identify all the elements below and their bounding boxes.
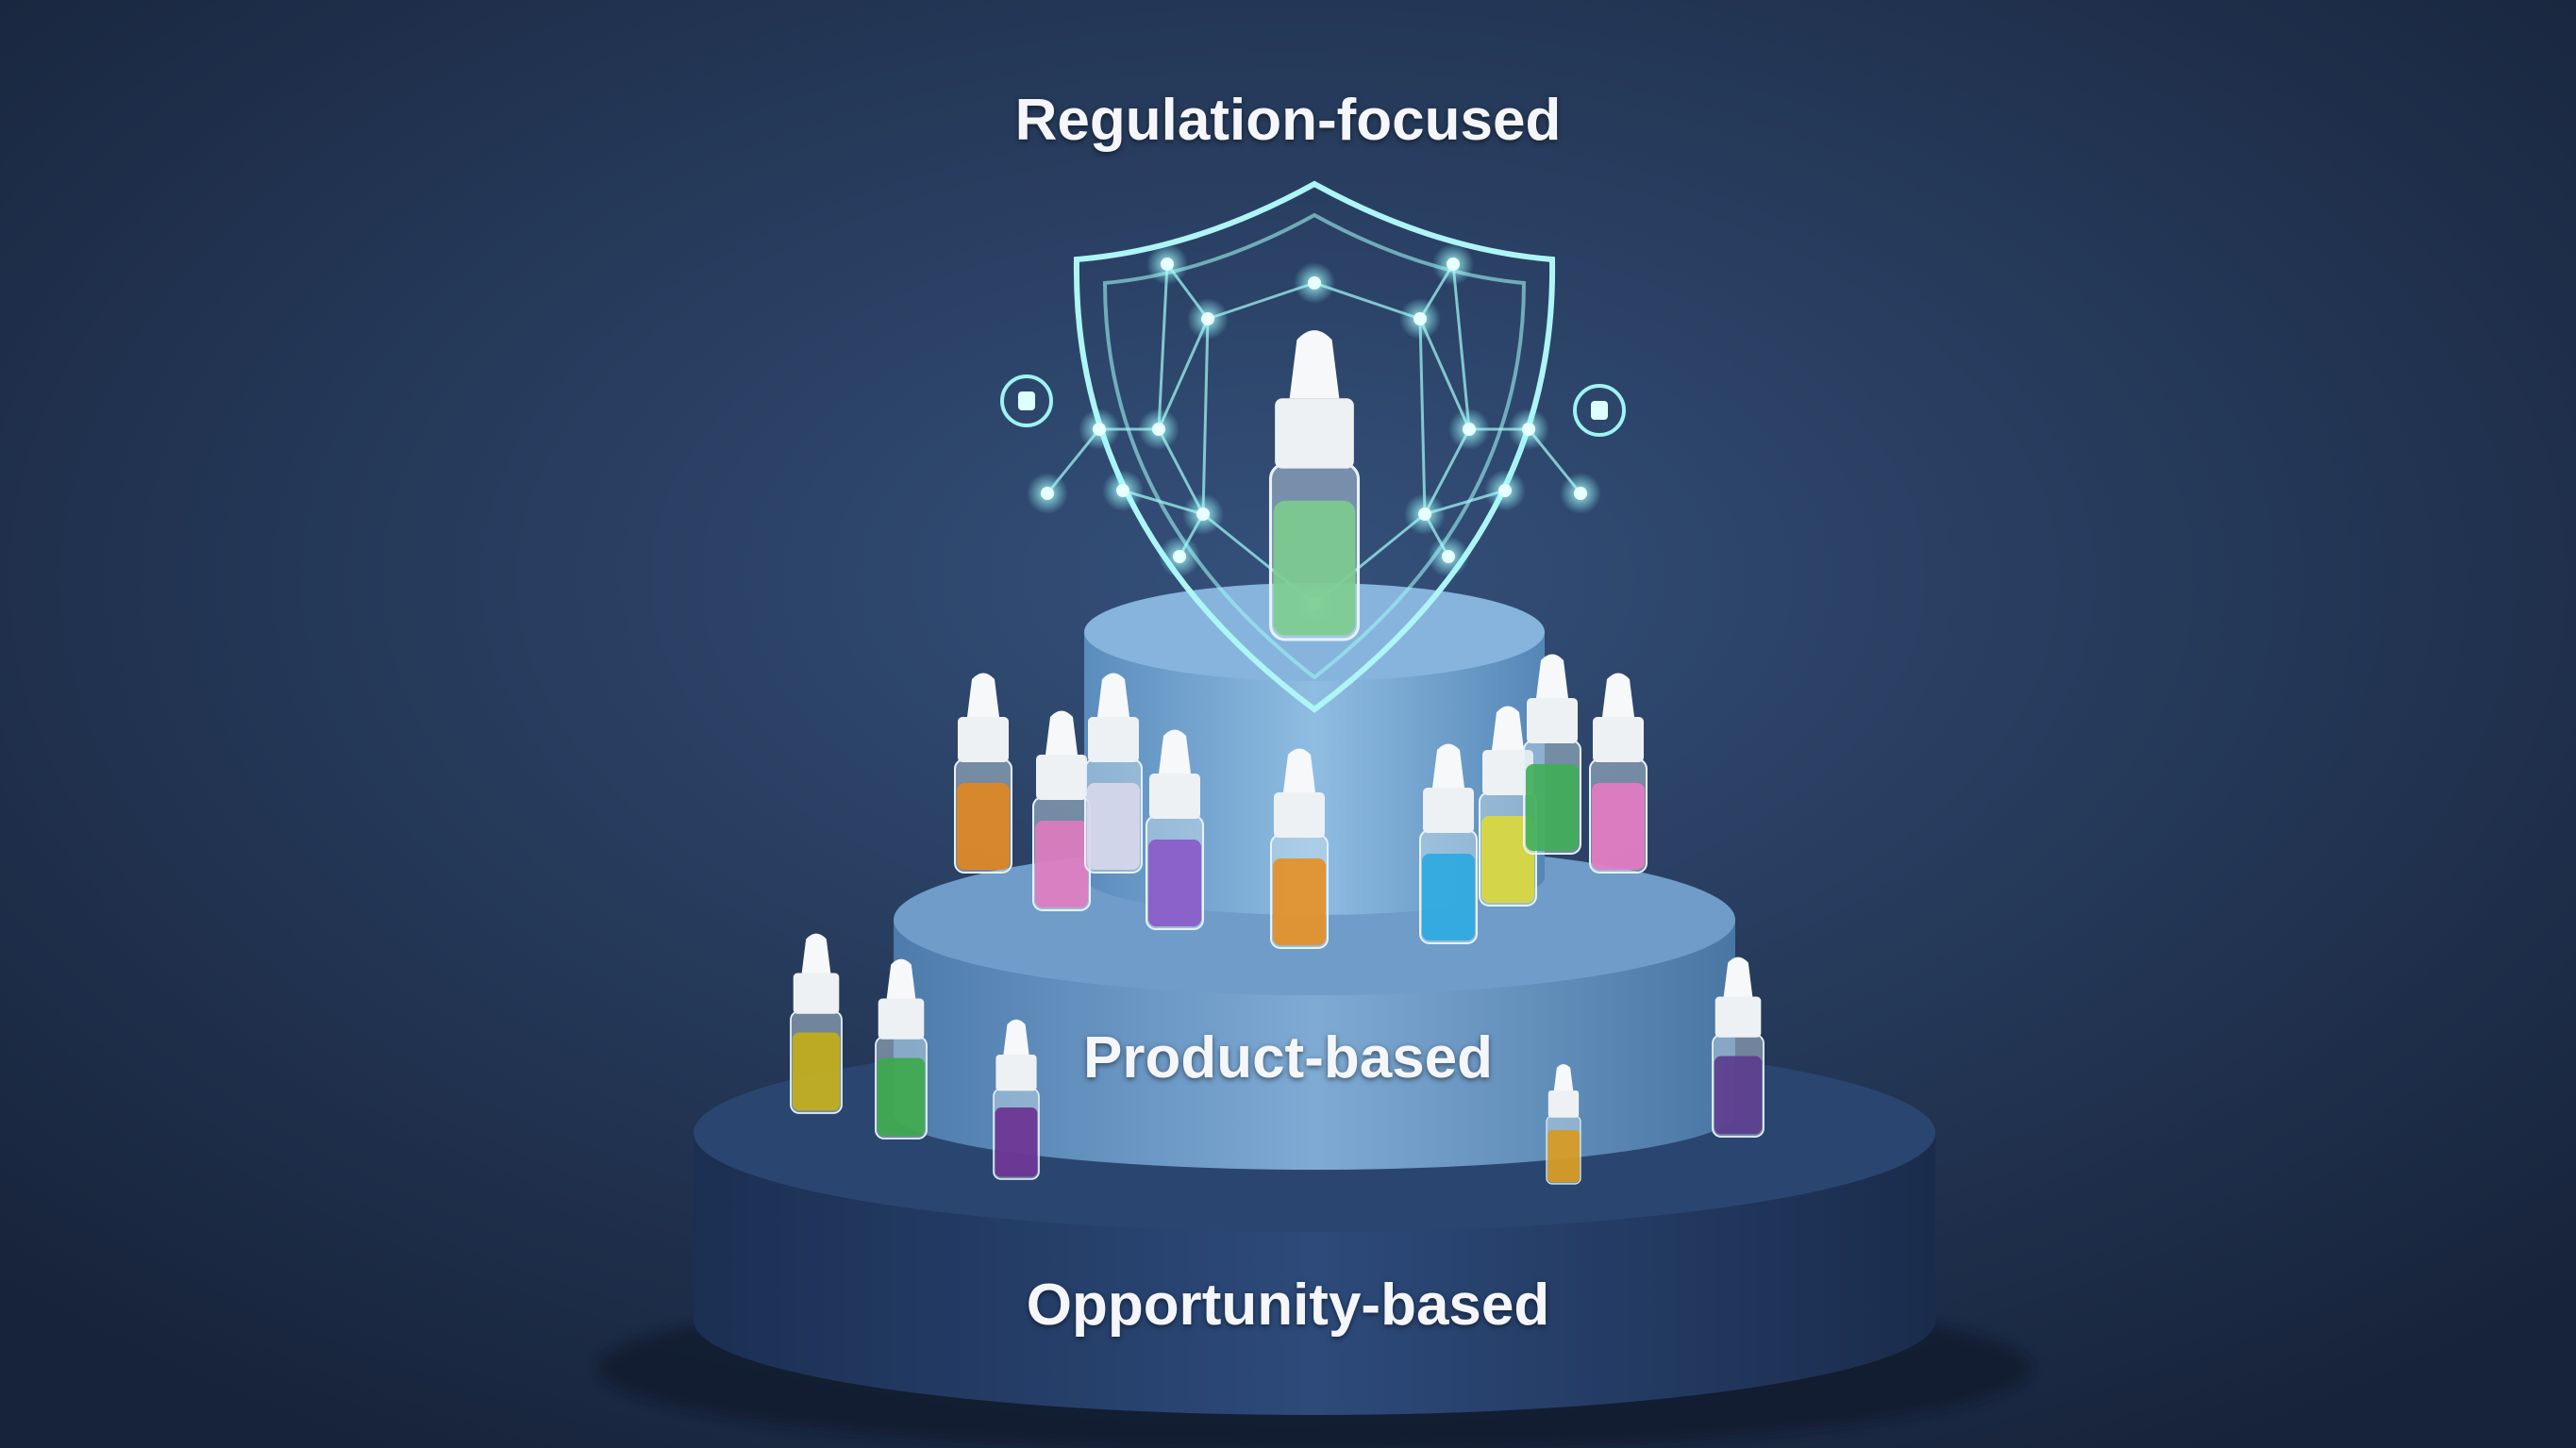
bottle-liquid	[1035, 821, 1088, 907]
network-node	[1413, 312, 1427, 325]
shield-network-icon	[1000, 180, 1626, 713]
network-node	[1522, 423, 1535, 436]
bottle-cap	[1527, 698, 1578, 743]
bottle-liquid	[792, 1032, 841, 1111]
tier-label-opportunity-based: Opportunity-based	[1026, 1273, 1550, 1338]
bottle-liquid	[1273, 858, 1326, 945]
bottle-cap	[1547, 1090, 1580, 1118]
bottle-cap	[878, 998, 925, 1040]
tier-label-product-based: Product-based	[1082, 1025, 1494, 1090]
dropper-bottle	[1419, 743, 1478, 944]
network-node	[1152, 423, 1165, 436]
bottle-cap	[958, 717, 1009, 762]
dropper-bottle	[1479, 706, 1537, 907]
dropper-tip	[967, 673, 999, 717]
bottle-cap	[1149, 774, 1200, 819]
bottle-cap	[1036, 755, 1087, 800]
network-node	[1173, 550, 1186, 563]
bottle-liquid	[1481, 816, 1534, 903]
dropper-tip	[1723, 957, 1753, 997]
dropper-tip	[1553, 1064, 1574, 1090]
dropper-bottle	[954, 673, 1012, 874]
bottle-liquid	[1547, 1130, 1580, 1183]
network-node	[1041, 487, 1054, 500]
bottle-liquid	[1714, 1056, 1763, 1135]
network-node	[1418, 508, 1431, 521]
main-bottle	[1268, 330, 1361, 641]
dropper-bottle	[1270, 748, 1329, 949]
dropper-bottle	[1523, 654, 1581, 855]
bottle-liquid	[957, 783, 1010, 870]
dropper-bottle	[993, 1019, 1040, 1180]
bottle-liquid	[1592, 783, 1645, 870]
dropper-tip	[1536, 654, 1568, 698]
dropper-tip	[1492, 706, 1524, 750]
dropper-bottle	[1589, 673, 1648, 874]
bottle-liquid	[877, 1057, 926, 1137]
bottle-cap	[1088, 717, 1139, 762]
network-node	[1442, 550, 1455, 563]
dropper-tip	[1097, 673, 1129, 717]
network-node	[1161, 258, 1174, 271]
network-node	[1498, 484, 1512, 497]
dropper-tip	[1289, 330, 1340, 399]
bottle-liquid	[1422, 854, 1475, 940]
dropper-bottle	[790, 933, 843, 1114]
bottle-liquid	[1526, 764, 1579, 851]
bottle-cap	[1423, 788, 1474, 833]
tier-label-regulation-focused: Regulation-focused	[1014, 88, 1562, 153]
network-node	[1463, 423, 1476, 436]
shield-outline	[1073, 180, 1556, 713]
network-node	[1093, 423, 1106, 436]
bottle-cap	[793, 973, 840, 1014]
bottle-liquid	[995, 1107, 1038, 1177]
network-node	[1196, 508, 1210, 521]
bottle-liquid	[1087, 783, 1140, 870]
dropper-tip	[1602, 673, 1634, 717]
dropper-tip	[1432, 743, 1464, 788]
dropper-bottle	[1146, 729, 1204, 930]
dropper-bottle	[1546, 1064, 1581, 1185]
dropper-bottle	[1712, 957, 1765, 1138]
dropper-tip	[1159, 729, 1191, 774]
network-node	[1116, 484, 1129, 497]
bottle-cap	[1275, 398, 1354, 469]
bottle-cap	[1274, 792, 1325, 838]
user-badge-icon	[1000, 374, 1053, 427]
dropper-tip	[801, 933, 831, 974]
bottle-liquid	[1273, 500, 1356, 636]
dropper-bottle	[875, 958, 928, 1140]
dropper-tip	[886, 958, 916, 999]
dropper-tip	[1045, 710, 1078, 755]
network-node	[1574, 487, 1587, 500]
building-badge-icon	[1573, 384, 1626, 437]
dropper-tip	[1283, 748, 1315, 792]
network-node	[1447, 258, 1460, 271]
network-node	[1308, 276, 1321, 290]
bottle-liquid	[1148, 840, 1201, 926]
bottle-cap	[1715, 996, 1762, 1038]
network-node	[1201, 312, 1214, 325]
dropper-bottle	[1084, 673, 1143, 874]
dropper-tip	[1003, 1019, 1029, 1055]
bottle-group	[790, 330, 1765, 1185]
dropper-bottle	[1032, 710, 1091, 911]
bottle-cap	[1482, 750, 1533, 795]
bottle-cap	[995, 1055, 1037, 1091]
bottle-cap	[1593, 717, 1644, 762]
